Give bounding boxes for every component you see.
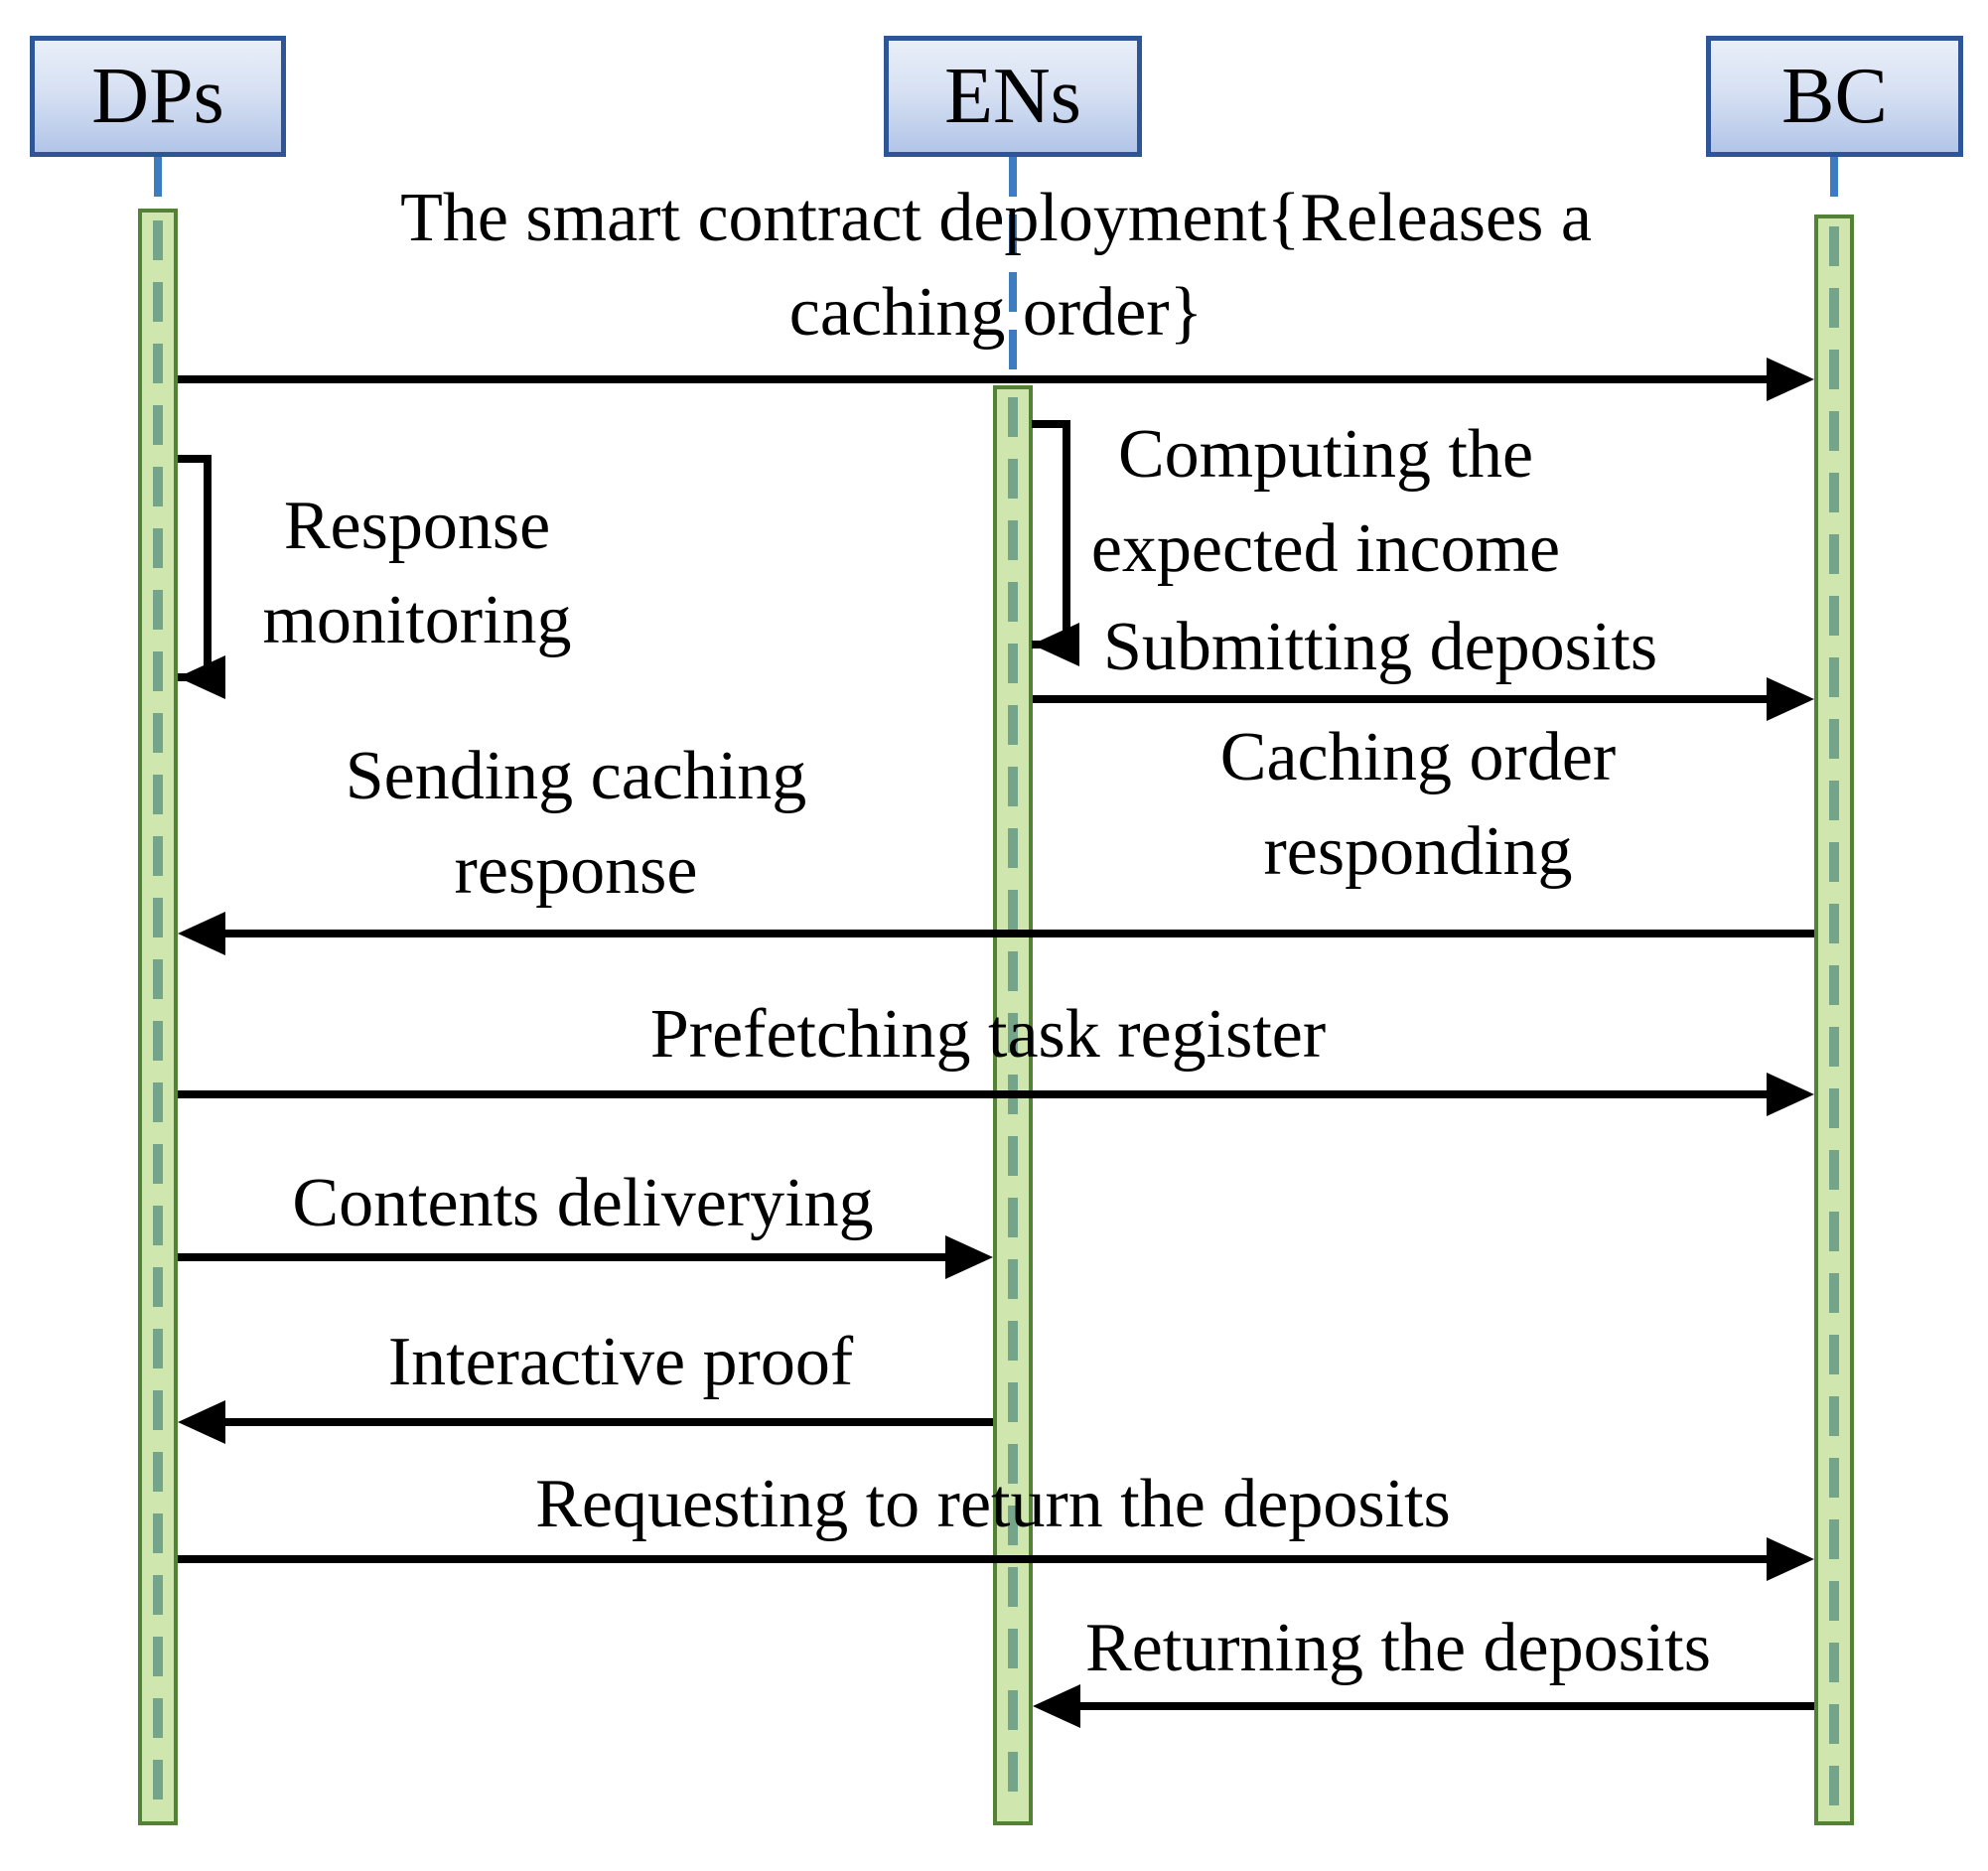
- arrowhead-interactive-proof: [178, 1400, 225, 1444]
- message-label-contract-deployment: The smart contract deployment{Releases a…: [400, 180, 1592, 351]
- arrow-submitting-deposits: [1033, 695, 1771, 703]
- activation-dash-dps: [153, 220, 163, 1813]
- lifeline-dps: [154, 157, 162, 209]
- message-label-prefetching-register: Prefetching task register: [649, 996, 1327, 1073]
- lifeline-ens: [1009, 157, 1017, 385]
- activation-dash-bc: [1829, 226, 1839, 1813]
- message-label-computing-income: Computing the expected income: [1090, 416, 1561, 587]
- lifeline-bc: [1830, 157, 1838, 215]
- arrow-prefetching-register: [178, 1090, 1771, 1098]
- message-label-caching-order-responding: Caching order responding: [1219, 719, 1617, 890]
- arrow-caching-order-response: [221, 930, 1814, 937]
- actor-label-bc: BC: [1781, 52, 1888, 140]
- message-label-requesting-return: Requesting to return the deposits: [535, 1466, 1451, 1542]
- arrow-contract-deployment: [178, 375, 1771, 383]
- arrowhead-computing-income: [1032, 623, 1079, 666]
- selfloop-computing-income: [1032, 420, 1070, 648]
- activation-bar-ens: [993, 385, 1033, 1825]
- message-label-submitting-deposits: Submitting deposits: [1102, 609, 1658, 685]
- arrow-interactive-proof: [221, 1418, 993, 1426]
- actor-box-dps: DPs: [30, 36, 286, 157]
- message-label-returning-deposits: Returning the deposits: [1085, 1610, 1711, 1686]
- activation-bar-bc: [1814, 215, 1854, 1825]
- message-label-response-monitoring: Response monitoring: [262, 488, 572, 658]
- actor-label-ens: ENs: [944, 52, 1081, 140]
- arrowhead-contract-deployment: [1767, 358, 1814, 401]
- arrowhead-prefetching-register: [1767, 1073, 1814, 1116]
- arrowhead-response-monitoring: [178, 655, 225, 699]
- activation-bar-dps: [138, 209, 178, 1825]
- arrowhead-contents-delivering: [945, 1235, 993, 1279]
- arrowhead-submitting-deposits: [1767, 677, 1814, 721]
- arrowhead-caching-order-response: [178, 912, 225, 955]
- actor-label-dps: DPs: [91, 52, 224, 140]
- arrow-returning-deposits: [1076, 1702, 1814, 1710]
- message-label-interactive-proof: Interactive proof: [387, 1324, 854, 1400]
- arrowhead-returning-deposits: [1033, 1684, 1080, 1728]
- actor-box-bc: BC: [1706, 36, 1963, 157]
- message-label-sending-caching-response: Sending caching response: [345, 738, 807, 909]
- actor-box-ens: ENs: [884, 36, 1142, 157]
- selfloop-response-monitoring: [178, 455, 212, 681]
- arrowhead-requesting-return: [1767, 1537, 1814, 1581]
- arrow-requesting-return: [178, 1555, 1771, 1563]
- arrow-contents-delivering: [178, 1253, 949, 1261]
- activation-dash-ens: [1008, 397, 1018, 1813]
- message-label-contents-delivering: Contents deliverying: [292, 1165, 874, 1241]
